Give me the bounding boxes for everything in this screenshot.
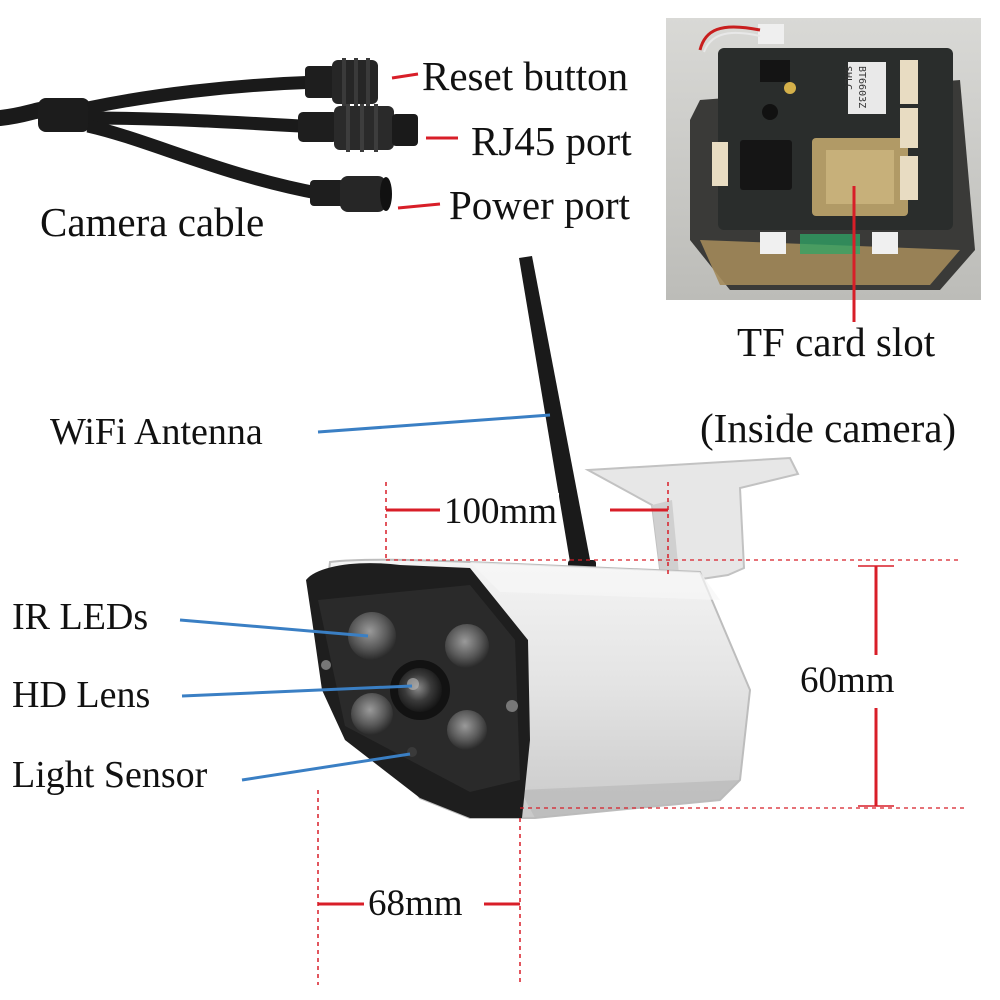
camera-cable: [0, 75, 324, 201]
camera-front-face: [306, 563, 530, 818]
rj45-port-label: RJ45 port: [471, 118, 632, 164]
camera-cable-label: Camera cable: [40, 199, 265, 245]
power-leader-line: [397, 202, 441, 210]
ir-led-bottom-left: [351, 693, 393, 735]
hd-lens-label: HD Lens: [12, 674, 151, 716]
reset-button-connector: [305, 58, 378, 106]
ir-led-top-left: [348, 612, 396, 660]
hd-lens: [398, 668, 442, 712]
light-sensor-label: Light Sensor: [12, 754, 208, 796]
wifi-antenna: [519, 256, 596, 584]
ir-leds-label: IR LEDs: [12, 596, 149, 638]
hd-lens-leader-line: [181, 684, 413, 698]
pcb-photo: [666, 18, 981, 300]
power-port-connector: [310, 176, 392, 212]
wifi-antenna-leader-line: [317, 413, 551, 434]
ir-led-bottom-right: [447, 710, 487, 750]
height-dimension-label: 60mm: [798, 660, 897, 701]
tf-card-slot-label: TF card slot: [737, 319, 936, 365]
inside-camera-label: (Inside camera): [700, 405, 957, 451]
depth-dimension: [385, 482, 960, 575]
mounting-bracket: [584, 456, 800, 587]
pcb-chip-text-2: BT6603Z: [856, 66, 867, 109]
light-sensor-leader-line: [241, 752, 411, 782]
reset-leader-line: [391, 72, 419, 80]
height-dimension: [520, 565, 965, 809]
power-port-label: Power port: [449, 182, 631, 228]
width-dimension: [317, 790, 521, 985]
depth-dimension-label: 100mm: [442, 491, 560, 532]
ir-leds-leader-line: [179, 618, 369, 638]
pcb-chip-text-1: SHLC: [842, 66, 853, 91]
wifi-antenna-label: WiFi Antenna: [50, 411, 263, 453]
reset-button-label: Reset button: [422, 53, 629, 99]
rj45-port-connector: [298, 104, 418, 152]
width-dimension-label: 68mm: [366, 883, 465, 924]
ir-led-top-right: [445, 624, 489, 668]
